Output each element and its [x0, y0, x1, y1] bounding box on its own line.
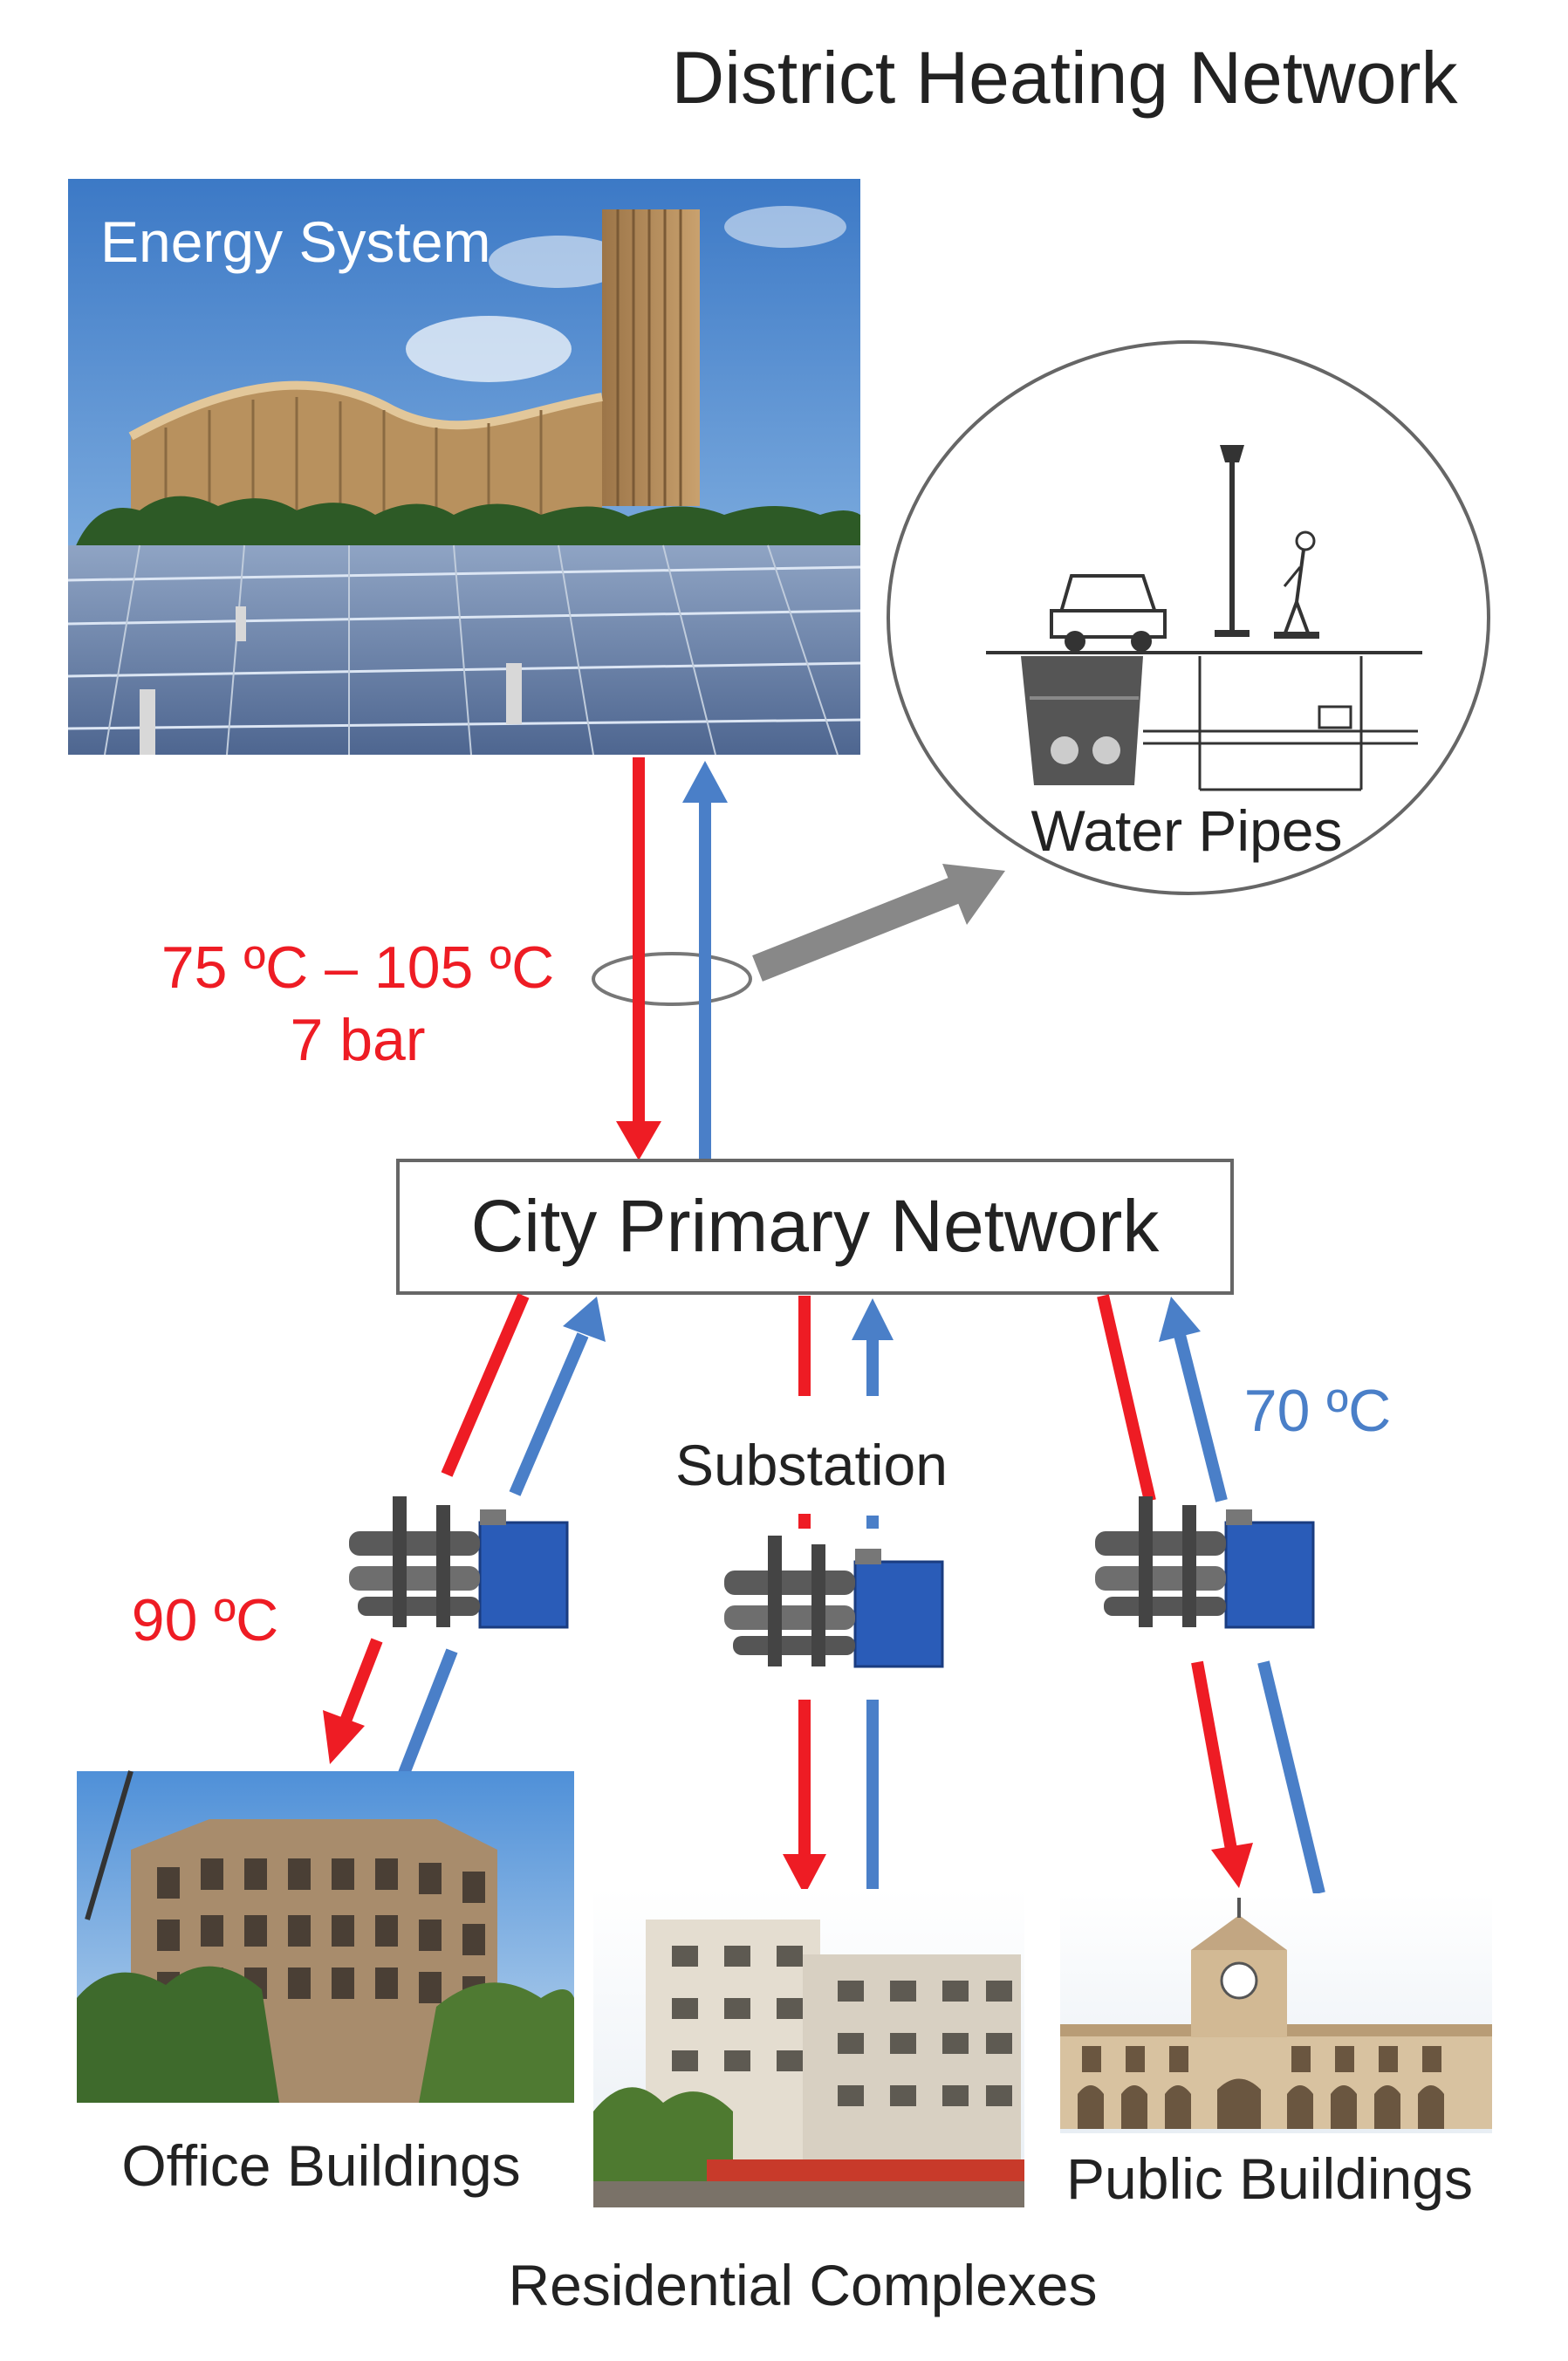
- return-line-office-lower: [397, 1648, 458, 1778]
- return-line-public-upper: [1174, 1333, 1228, 1502]
- return-line-public-lower: [1257, 1660, 1325, 1895]
- substation-unit-public: [1095, 1496, 1315, 1629]
- supply-line-office-lower: [339, 1638, 383, 1726]
- energy-system-photo: [67, 179, 861, 756]
- energy-system-label: Energy System: [100, 209, 491, 274]
- supply-temperature-label: 75 ºC – 105 ºC: [161, 934, 554, 1001]
- public-buildings-photo: [1060, 1893, 1492, 2133]
- water-pipes-illustration: [887, 340, 1490, 895]
- pipe-callout-arrow: [752, 864, 1005, 982]
- return-line-office-upper: [509, 1332, 589, 1496]
- office-buildings-label: Office Buildings: [121, 2133, 520, 2198]
- substation-label: Substation: [675, 1433, 948, 1497]
- substation-unit-residential: [724, 1536, 944, 1668]
- substation-unit-office: [349, 1496, 569, 1629]
- return-arrowhead-residential: [852, 1298, 894, 1340]
- pipe-selection-ellipse: [592, 952, 752, 1006]
- return-arrowhead-main: [682, 761, 728, 803]
- primary-network-box: [396, 1159, 1234, 1295]
- water-pipes-label: Water Pipes: [1030, 798, 1342, 863]
- diagram-title: District Heating Network: [672, 37, 1459, 119]
- return-arrowhead-office: [563, 1297, 606, 1342]
- secondary-temperature-label: 90 ºC: [132, 1587, 278, 1653]
- supply-arrowhead-public: [1211, 1843, 1253, 1888]
- supply-pressure-label: 7 bar: [291, 1007, 426, 1073]
- supply-line-office-upper: [441, 1293, 530, 1477]
- office-buildings-photo: [77, 1770, 574, 2103]
- supply-arrowhead-main: [616, 1121, 661, 1160]
- primary-network-label: City Primary Network: [471, 1185, 1161, 1267]
- residential-complexes-label: Residential Complexes: [509, 2253, 1098, 2317]
- return-temperature-label: 70 ºC: [1244, 1378, 1391, 1444]
- supply-arrowhead-office: [323, 1710, 365, 1764]
- supply-arrowhead-residential: [783, 1854, 826, 1895]
- supply-line-public-lower: [1191, 1660, 1238, 1856]
- public-buildings-label: Public Buildings: [1066, 2146, 1473, 2211]
- supply-line-public-upper: [1097, 1294, 1156, 1502]
- residential-complexes-photo: [593, 1889, 1024, 2207]
- return-arrowhead-public: [1159, 1297, 1201, 1342]
